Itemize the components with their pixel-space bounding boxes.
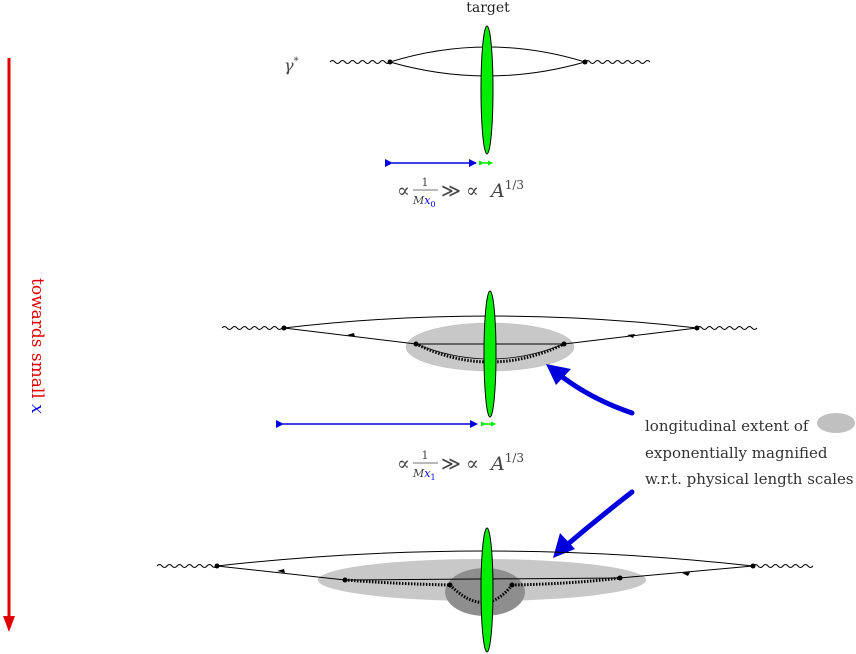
svg-text:∝: ∝: [397, 453, 410, 475]
svg-text:longitudinal extent of: longitudinal extent of: [645, 417, 810, 435]
photon-line-left: [329, 60, 391, 64]
svg-text:1: 1: [422, 449, 429, 462]
svg-text:A1/3: A1/3: [489, 451, 524, 475]
dipole-diagram-3: [156, 527, 814, 653]
dipole-diagram-2: ∝ 1 Mx1 ≫ ∝ A1/3: [221, 290, 758, 482]
svg-text:Mx1: Mx1: [412, 467, 436, 482]
gluon-ladder-inner: [448, 583, 514, 604]
svg-text:∝: ∝: [397, 180, 410, 202]
svg-text:∝: ∝: [466, 180, 479, 202]
svg-text:A1/3: A1/3: [489, 178, 524, 202]
target-nucleus: [483, 290, 497, 418]
target-nucleus: [480, 527, 494, 653]
svg-text:≫: ≫: [441, 180, 461, 202]
svg-text:Mx0: Mx0: [412, 194, 436, 209]
antiquark-line-left: [216, 565, 346, 581]
photon-label: γ*: [284, 56, 299, 75]
svg-text:≫: ≫: [441, 453, 461, 475]
photon-line-left: [156, 564, 218, 568]
dipole-diagram-1: target γ* ∝ 1 Mx0 ≫ ∝ A1/3: [284, 0, 651, 209]
gluon-ladder: [415, 342, 565, 364]
svg-text:exponentially magnified: exponentially magnified: [645, 444, 828, 462]
antiquark-line-left: [283, 327, 417, 345]
photon-line-left: [221, 326, 283, 330]
target-label: target: [466, 0, 510, 16]
shade-legend-swatch: [817, 413, 855, 433]
towards-small-x-arrow: [3, 58, 15, 632]
antiquark-line-right: [619, 565, 754, 579]
svg-text:∝: ∝: [466, 453, 479, 475]
photon-line-right: [584, 60, 651, 64]
photon-line-right: [752, 564, 814, 568]
target-nucleus: [480, 25, 494, 155]
annotation: longitudinal extent of exponentially mag…: [645, 413, 855, 488]
photon-line-right: [696, 326, 758, 330]
scale-relation-1: ∝ 1 Mx0 ≫ ∝ A1/3: [397, 176, 524, 209]
gluon-ladder: [344, 576, 621, 587]
scale-relation-2: ∝ 1 Mx1 ≫ ∝ A1/3: [397, 449, 524, 482]
annotation-arrows: [546, 364, 635, 558]
svg-text:1: 1: [422, 176, 429, 189]
towards-small-x-label: towards small x: [27, 278, 47, 414]
svg-text:w.r.t. physical length scales: w.r.t. physical length scales: [645, 470, 854, 488]
